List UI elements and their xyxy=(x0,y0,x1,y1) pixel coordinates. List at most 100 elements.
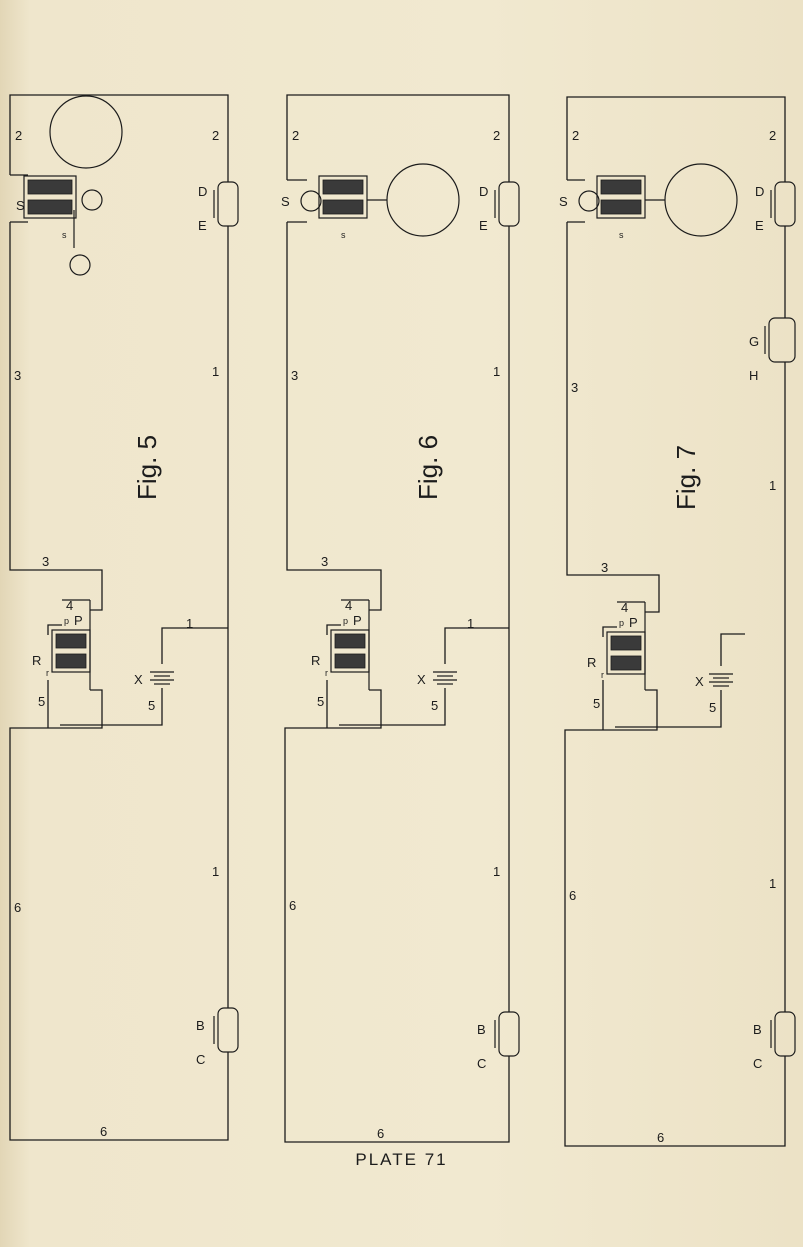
label-1-a: 1 xyxy=(493,364,500,379)
wire-6-bottom xyxy=(284,689,510,1143)
figure-title: Fig. 6 xyxy=(413,435,443,500)
label-e: E xyxy=(479,218,488,233)
wire-2-top xyxy=(9,94,229,182)
wire-sounder xyxy=(10,174,28,223)
wire-sounder xyxy=(287,179,307,223)
label-s: S xyxy=(559,194,568,209)
wire-battery-loop xyxy=(339,688,446,726)
label-1-a: 1 xyxy=(769,478,776,493)
key-b-c xyxy=(494,1011,520,1057)
wire-1-battery xyxy=(161,627,228,664)
label-2-top: 2 xyxy=(15,128,22,143)
wire-3 xyxy=(566,222,660,613)
wire-3 xyxy=(286,222,382,611)
wire-5 xyxy=(602,626,617,730)
key-b-c xyxy=(770,1011,796,1057)
label-r-small: r xyxy=(601,670,604,680)
label-p: P xyxy=(353,613,362,628)
label-3-mid: 3 xyxy=(601,560,608,575)
relay-r xyxy=(51,599,91,690)
label-d: D xyxy=(755,184,764,199)
label-4: 4 xyxy=(621,600,628,615)
label-p2: p xyxy=(619,618,624,628)
key-d-e xyxy=(494,181,520,227)
figure-5: 2 2 S s 3 3 4 P p R r 5 X 5 1 1 1 6 6 D … xyxy=(9,94,239,1141)
label-p2: p xyxy=(64,616,69,626)
label-s-small: s xyxy=(619,230,624,240)
key-d-e xyxy=(213,181,239,227)
label-1-c: 1 xyxy=(212,864,219,879)
figure-6: 2 2 S s 3 3 4 P p R r 5 X 5 1 1 1 6 6 D … xyxy=(281,94,520,1143)
label-1-b: 1 xyxy=(769,876,776,891)
label-c: C xyxy=(196,1052,205,1067)
label-s: S xyxy=(16,198,25,213)
wire-5 xyxy=(326,624,341,728)
label-2-bottom: 2 xyxy=(769,128,776,143)
wire-6-bottom xyxy=(9,689,229,1141)
wire-3 xyxy=(9,222,103,611)
label-5-a: 5 xyxy=(593,696,600,711)
label-6-bottom: 6 xyxy=(100,1124,107,1139)
label-s: S xyxy=(281,194,290,209)
label-6-bottom: 6 xyxy=(657,1130,664,1145)
label-6-top: 6 xyxy=(289,898,296,913)
label-c: C xyxy=(753,1056,762,1071)
label-3-top: 3 xyxy=(571,380,578,395)
figure-title: Fig. 7 xyxy=(671,445,701,510)
label-4: 4 xyxy=(66,598,73,613)
key-b-c xyxy=(213,1007,239,1053)
label-5-a: 5 xyxy=(38,694,45,709)
sounder-s xyxy=(300,163,460,237)
wire-1-battery xyxy=(444,627,509,664)
label-2-top: 2 xyxy=(572,128,579,143)
label-r-small: r xyxy=(46,668,49,678)
label-p2: p xyxy=(343,616,348,626)
battery-x xyxy=(709,673,733,687)
label-6-top: 6 xyxy=(569,888,576,903)
sounder-s xyxy=(23,95,123,276)
sounder-s xyxy=(578,163,738,237)
battery-x xyxy=(150,671,174,685)
wire-battery-loop xyxy=(615,690,722,728)
label-5-b: 5 xyxy=(709,700,716,715)
plate-caption: PLATE 71 xyxy=(355,1150,448,1169)
label-2-bottom: 2 xyxy=(493,128,500,143)
wire-1-battery xyxy=(720,633,745,666)
relay-r xyxy=(606,601,646,690)
label-d: D xyxy=(479,184,488,199)
label-r: R xyxy=(587,655,596,670)
wire-sounder xyxy=(567,179,585,223)
key-d-e xyxy=(770,181,796,227)
figure-title: Fig. 5 xyxy=(132,435,162,500)
label-e: E xyxy=(755,218,764,233)
label-1-b: 1 xyxy=(467,616,474,631)
battery-x xyxy=(433,671,457,685)
label-6-bottom: 6 xyxy=(377,1126,384,1141)
label-d: D xyxy=(198,184,207,199)
label-3-top: 3 xyxy=(291,368,298,383)
label-3-top: 3 xyxy=(14,368,21,383)
wire-battery-loop xyxy=(60,688,163,726)
label-6-top: 6 xyxy=(14,900,21,915)
label-5-b: 5 xyxy=(431,698,438,713)
figure-7: 2 2 S s 3 3 4 P p R r 5 X 5 1 1 6 6 D E … xyxy=(559,96,796,1147)
label-1-a: 1 xyxy=(212,364,219,379)
label-b: B xyxy=(477,1022,486,1037)
wire-5 xyxy=(47,624,62,728)
label-c: C xyxy=(477,1056,486,1071)
label-r-small: r xyxy=(325,668,328,678)
label-s-small: s xyxy=(62,230,67,240)
label-p: P xyxy=(74,613,83,628)
label-r: R xyxy=(311,653,320,668)
label-e: E xyxy=(198,218,207,233)
label-p: P xyxy=(629,615,638,630)
wire-2-top xyxy=(286,94,510,182)
label-h: H xyxy=(749,368,758,383)
label-4: 4 xyxy=(345,598,352,613)
label-r: R xyxy=(32,653,41,668)
label-x: X xyxy=(695,674,704,689)
label-g: G xyxy=(749,334,759,349)
label-x: X xyxy=(417,672,426,687)
